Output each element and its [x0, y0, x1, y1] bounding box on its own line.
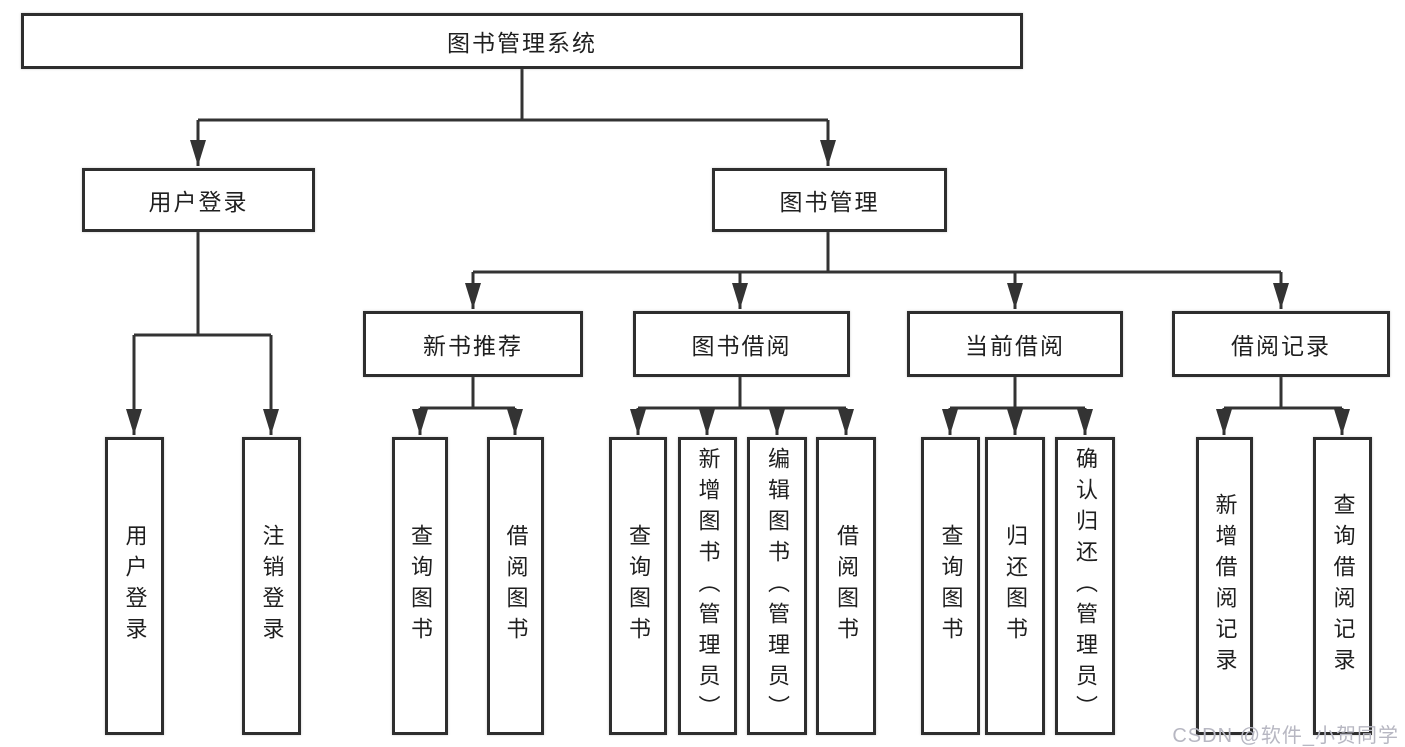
leaf-add-book-admin: 新增图书（管理员）	[678, 437, 737, 735]
node-book-borrow: 图书借阅	[633, 311, 850, 377]
node-current-borrow: 当前借阅	[907, 311, 1123, 377]
leaf-borrow-book: 借阅图书	[816, 437, 876, 735]
node-user-login: 用户登录	[82, 168, 315, 232]
leaf-query-book-current: 查询图书	[921, 437, 980, 735]
node-root-system: 图书管理系统	[21, 13, 1023, 69]
leaf-confirm-return-admin: 确认归还（管理员）	[1055, 437, 1115, 735]
leaf-return-book: 归还图书	[985, 437, 1045, 735]
leaf-user-login: 用户登录	[105, 437, 164, 735]
leaf-edit-book-admin: 编辑图书（管理员）	[747, 437, 807, 735]
csdn-watermark: CSDN @软件_小贺同学	[1172, 725, 1399, 747]
node-book-management: 图书管理	[712, 168, 947, 232]
leaf-borrow-book-recommend: 借阅图书	[487, 437, 544, 735]
leaf-query-book-borrow: 查询图书	[609, 437, 667, 735]
node-new-book-recommend: 新书推荐	[363, 311, 583, 377]
leaf-query-borrow-record: 查询借阅记录	[1313, 437, 1372, 735]
leaf-query-book-recommend: 查询图书	[392, 437, 448, 735]
leaf-logout: 注销登录	[242, 437, 301, 735]
node-borrow-record: 借阅记录	[1172, 311, 1390, 377]
leaf-add-borrow-record: 新增借阅记录	[1196, 437, 1253, 735]
